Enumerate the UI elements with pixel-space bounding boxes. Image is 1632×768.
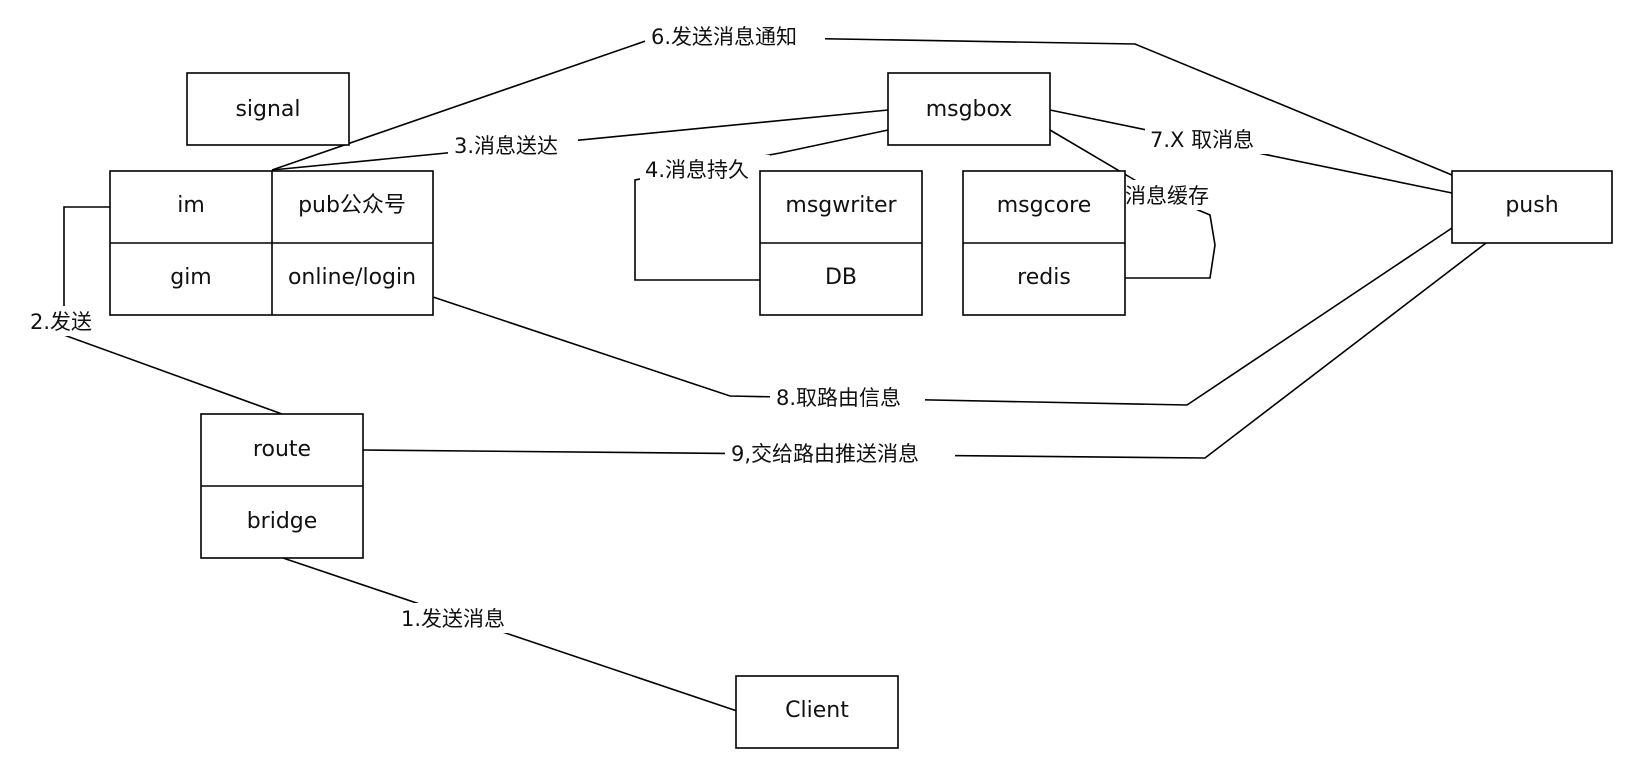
svg-text:push: push [1505, 193, 1558, 218]
svg-text:msgbox: msgbox [926, 97, 1013, 122]
node-redis: redis [1017, 265, 1071, 290]
svg-text:7.X 取消息: 7.X 取消息 [1150, 128, 1254, 152]
node-pub: pub公众号 [298, 193, 406, 218]
node-group-gateway: route bridge [200, 413, 364, 559]
node-msgcore: msgcore [997, 193, 1092, 218]
node-client: Client [735, 675, 899, 749]
edge-send-route [63, 334, 283, 415]
node-route: route [253, 437, 311, 462]
edge-notify [271, 35, 1453, 176]
node-bridge: bridge [247, 509, 318, 534]
node-online: online/login [288, 265, 416, 290]
node-db: DB [825, 265, 857, 290]
edge-bridge-client [282, 557, 741, 713]
svg-text:9,交给路由推送消息: 9,交给路由推送消息 [731, 442, 919, 466]
edge-label-9: 9,交给路由推送消息 [725, 438, 955, 468]
svg-text:1.发送消息: 1.发送消息 [401, 607, 505, 631]
edge-label-2: 2.发送 [26, 306, 106, 336]
svg-text:8.取路由信息: 8.取路由信息 [776, 386, 901, 410]
svg-text:3.消息送达: 3.消息送达 [454, 134, 558, 158]
svg-text:2.发送: 2.发送 [30, 310, 92, 334]
edge-push-route [362, 239, 1491, 459]
node-signal: signal [186, 72, 350, 146]
edge-label-7: 7.X 取消息 [1145, 124, 1270, 154]
node-group-core: msgcore redis [962, 170, 1126, 316]
edge-label-4: 4.消息持久 [640, 155, 770, 185]
svg-text:4.消息持久: 4.消息持久 [645, 158, 749, 182]
svg-text:6.发送消息通知: 6.发送消息通知 [651, 25, 797, 49]
edge-route-info [432, 227, 1453, 406]
node-msgbox: msgbox [887, 72, 1051, 146]
edge-label-3: 3.消息送达 [448, 130, 578, 160]
edge-label-8: 8.取路由信息 [770, 382, 925, 412]
edge-im-route [63, 206, 110, 320]
node-msgwriter: msgwriter [785, 193, 897, 218]
node-push: push [1451, 170, 1613, 244]
edge-label-6: 6.发送消息通知 [645, 22, 825, 52]
edge-persist [634, 129, 889, 281]
edge-msgsent [271, 109, 889, 171]
svg-text:signal: signal [235, 97, 300, 122]
node-im: im [177, 193, 205, 218]
node-gim: gim [170, 265, 212, 290]
node-group-writer: msgwriter DB [759, 170, 923, 316]
svg-text:Client: Client [785, 698, 849, 723]
node-group-access: im pub公众号 gim online/login [109, 170, 434, 316]
edge-label-1: 1.发送消息 [395, 603, 525, 633]
